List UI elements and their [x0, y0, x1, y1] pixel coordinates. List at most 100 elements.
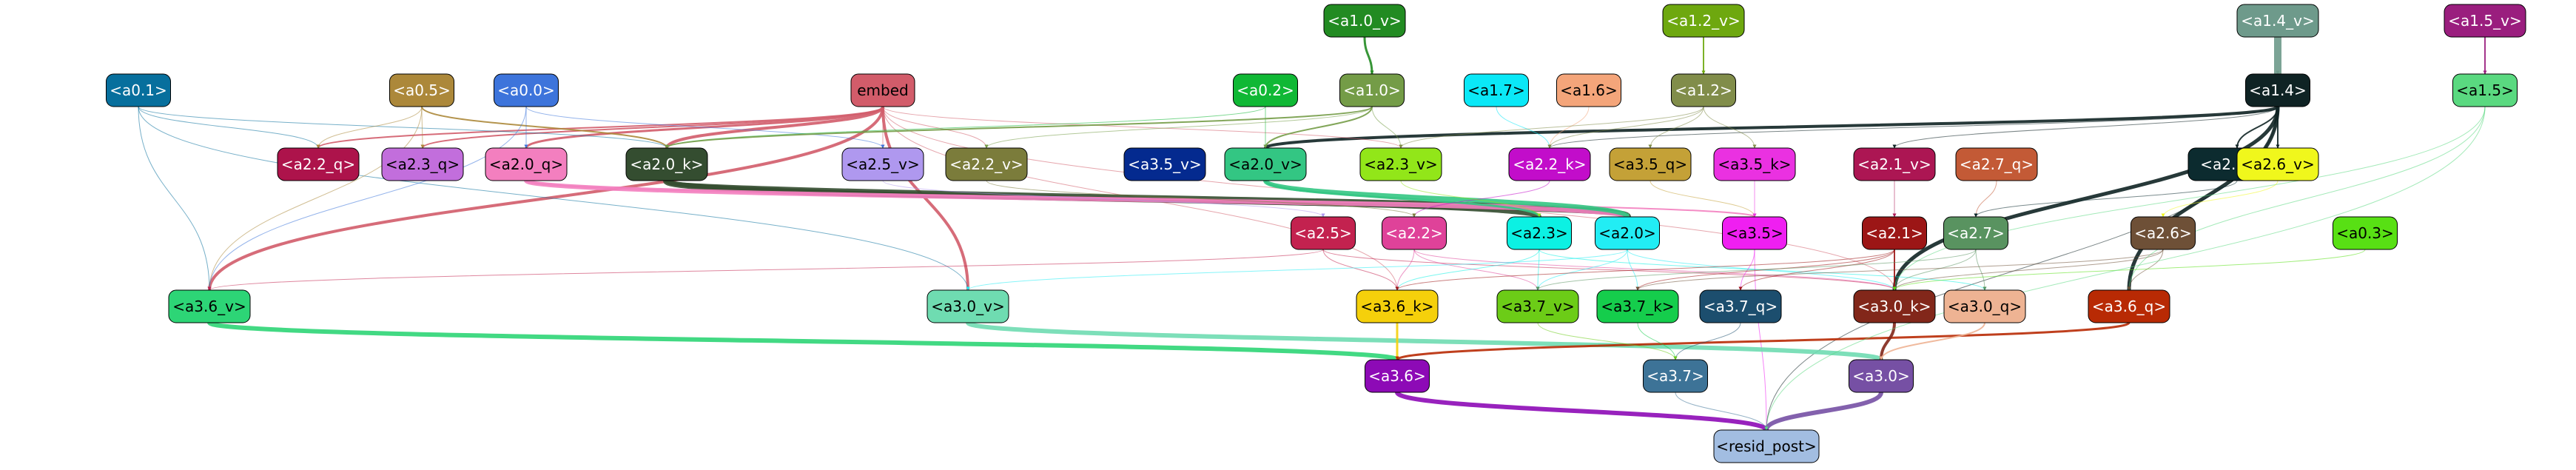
node-a3-6-q[interactable]: <a3.6_q> [2088, 289, 2170, 323]
node-label: <a2.2_v> [949, 155, 1023, 173]
node-label: <a0.3> [2336, 224, 2394, 242]
node-box [1356, 289, 1439, 323]
node-label: <a3.7_k> [1601, 298, 1674, 315]
node-a1-0-v[interactable]: <a1.0_v> [1323, 4, 1406, 38]
node-a3-7[interactable]: <a3.7> [1643, 359, 1708, 393]
node-label: <a3.6> [1368, 367, 1426, 385]
edge-a2_6_v-to-a2_6 [2161, 180, 2279, 218]
node-label: <a3.7> [1647, 367, 1704, 385]
edge-a2_0_v-to-a2_3 [1264, 180, 1541, 218]
node-a2-0[interactable]: <a2.0> [1595, 216, 1660, 250]
edge-a0_1-to-a3_6_v [138, 106, 212, 291]
node-a1-7[interactable]: <a1.7> [1464, 73, 1529, 107]
node-box [1609, 147, 1692, 181]
node-a3-0[interactable]: <a3.0> [1849, 359, 1914, 393]
node-box [1496, 289, 1579, 323]
edge-a1_0-to-a2_2_v [984, 106, 1373, 149]
node-a3-5[interactable]: <a3.5> [1722, 216, 1787, 250]
node-a2-5-v[interactable]: <a2.5_v> [841, 147, 924, 181]
node-a2-2-q[interactable]: <a2.2_q> [277, 147, 360, 181]
node-a3-6[interactable]: <a3.6> [1365, 359, 1430, 393]
edge-a2_7-to-a3_0_q [1975, 249, 1987, 291]
node-a2-0-v[interactable]: <a2.0_v> [1224, 147, 1307, 181]
node-label: <a3.6_k> [1360, 298, 1433, 315]
node-a1-5[interactable]: <a1.5> [2452, 73, 2518, 107]
node-a1-0[interactable]: <a1.0> [1339, 73, 1405, 107]
edge-a2_6-to-a3_0_k [1892, 249, 2164, 291]
edge-a3_5_q-to-a3_5 [1649, 180, 1757, 218]
edge-a1_6-to-a2_2_k [1547, 106, 1590, 149]
node-box [389, 73, 454, 107]
node-box [277, 147, 360, 181]
node-a3-7-k[interactable]: <a3.7_k> [1596, 289, 1679, 323]
node-label: <a2.2_q> [281, 155, 355, 173]
node-a2-6[interactable]: <a2.6> [2131, 216, 2196, 250]
node-a2-7[interactable]: <a2.7> [1943, 216, 2008, 250]
node-a0-3[interactable]: <a0.3> [2333, 216, 2398, 250]
node-a3-7-v[interactable]: <a3.7_v> [1496, 289, 1579, 323]
edge-a2_2-to-a3_6_k [1395, 249, 1415, 291]
node-box [381, 147, 464, 181]
node-a3-0-k[interactable]: <a3.0_k> [1853, 289, 1936, 323]
node-box [2444, 4, 2526, 38]
node-a1-4[interactable]: <a1.4> [2245, 73, 2310, 107]
node-a1-4-v[interactable]: <a1.4_v> [2236, 4, 2319, 38]
node-label: <a0.0> [497, 81, 555, 99]
node-a0-0[interactable]: <a0.0> [494, 73, 559, 107]
node-a2-1[interactable]: <a2.1> [1862, 216, 1927, 250]
node-a3-6-v[interactable]: <a3.6_v> [168, 289, 251, 323]
edge-a0_0-to-a3_6_v [207, 106, 527, 291]
node-a0-2[interactable]: <a0.2> [1233, 73, 1298, 107]
node-box [1365, 359, 1430, 393]
node-label: <a2.5_v> [846, 155, 919, 173]
node-a2-0-k[interactable]: <a2.0_k> [625, 147, 708, 181]
node-a2-6-v[interactable]: <a2.6_v> [2236, 147, 2319, 181]
node-a3-0-v[interactable]: <a3.0_v> [927, 289, 1009, 323]
node-a0-1[interactable]: <a0.1> [106, 73, 171, 107]
edge-a2_0_q-to-a3_5 [525, 180, 1757, 218]
node-box [1291, 216, 1356, 250]
node-a2-1-v[interactable]: <a2.1_v> [1853, 147, 1936, 181]
node-a3-6-k[interactable]: <a3.6_k> [1356, 289, 1439, 323]
node-box [1508, 147, 1591, 181]
node-a0-5[interactable]: <a0.5> [389, 73, 454, 107]
node-box [850, 73, 915, 107]
node-a2-0-q[interactable]: <a2.0_q> [485, 147, 568, 181]
edge-a2_0-to-a3_7_k [1627, 249, 1640, 291]
node-box [494, 73, 559, 107]
node-a1-2-v[interactable]: <a1.2_v> [1662, 4, 1745, 38]
node-a2-3-v[interactable]: <a2.3_v> [1359, 147, 1442, 181]
node-label: <a2.6> [2134, 224, 2192, 242]
edge-embed-to-a2_0_k [665, 106, 884, 149]
node-a3-5-k[interactable]: <a3.5_k> [1713, 147, 1796, 181]
edge-a3_0_v-to-a3_0 [966, 320, 1883, 362]
node-a3-0-q[interactable]: <a3.0_q> [1943, 289, 2026, 323]
node-label: <a3.7_v> [1501, 298, 1574, 315]
node-resid-post[interactable]: <resid_post> [1713, 429, 1820, 463]
edge-a3_7_v-to-a3_7 [1537, 322, 1678, 360]
edge-a3_6-to-resid_post [1395, 390, 1769, 432]
node-box [1556, 73, 1621, 107]
node-a3-5-q[interactable]: <a3.5_q> [1609, 147, 1692, 181]
node-box [2333, 216, 2398, 250]
node-box [1722, 216, 1787, 250]
node-a2-3-q[interactable]: <a2.3_q> [381, 147, 464, 181]
edge-a2_1-to-a3_7_q [1738, 249, 1895, 291]
node-a1-5-v[interactable]: <a1.5_v> [2444, 4, 2526, 38]
node-box [1853, 147, 1936, 181]
node-a3-7-q[interactable]: <a3.7_q> [1699, 289, 1782, 323]
node-a2-2[interactable]: <a2.2> [1382, 216, 1447, 250]
node-label: <a2.1> [1866, 224, 1923, 242]
edge-a2_6-to-a3_7_k [1635, 249, 2164, 291]
node-a3-5-v[interactable]: <a3.5_v> [1123, 147, 1206, 181]
node-a2-2-k[interactable]: <a2.2_k> [1508, 147, 1591, 181]
node-a2-3[interactable]: <a2.3> [1507, 216, 1572, 250]
edge-a3_7-to-resid_post [1675, 392, 1769, 431]
node-a2-5[interactable]: <a2.5> [1291, 216, 1356, 250]
node-embed[interactable]: embed [850, 73, 915, 107]
node-a2-2-v[interactable]: <a2.2_v> [945, 147, 1028, 181]
node-a1-6[interactable]: <a1.6> [1556, 73, 1621, 107]
node-a1-2[interactable]: <a1.2> [1671, 73, 1736, 107]
edge-a0_5-to-a2_0_k [421, 106, 669, 149]
node-a2-7-q[interactable]: <a2.7_q> [1955, 147, 2038, 181]
